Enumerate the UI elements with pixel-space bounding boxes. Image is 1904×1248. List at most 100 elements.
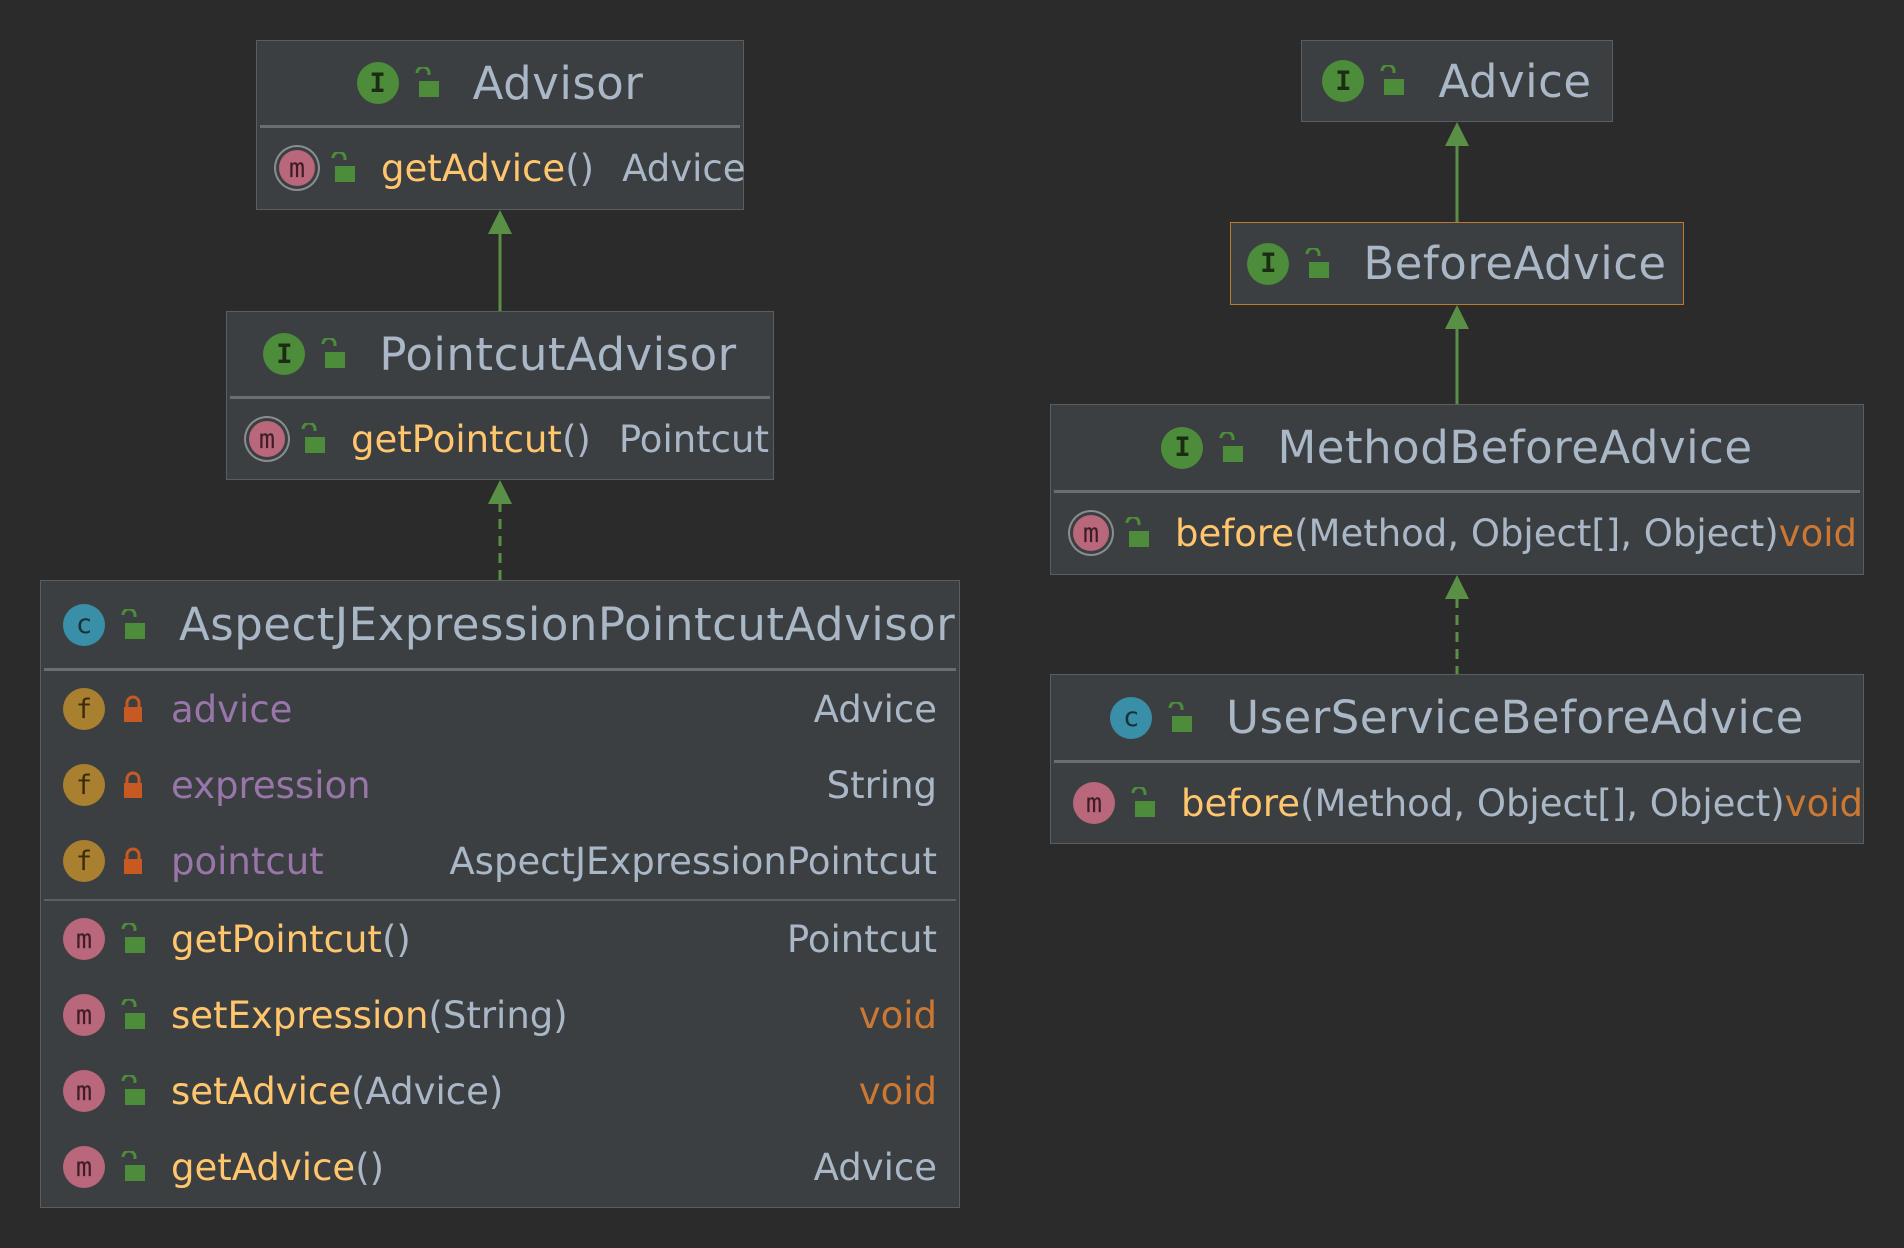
param-comma: ,: [1453, 781, 1466, 825]
param-type: Object[]: [1459, 511, 1621, 555]
node-header: c UserServiceBeforeAdvice: [1051, 675, 1863, 760]
return-type: Advice: [622, 146, 746, 190]
param-comma: ,: [1447, 511, 1460, 555]
method-name: getPointcut: [171, 917, 382, 961]
node-title: UserServiceBeforeAdvice: [1226, 691, 1804, 744]
node-method-before-advice[interactable]: I MethodBeforeAdvice m before ( Method ,…: [1050, 404, 1864, 575]
method-params: (String): [428, 993, 568, 1037]
node-title: MethodBeforeAdvice: [1277, 421, 1753, 474]
divider: [44, 899, 956, 901]
param-comma: ,: [1626, 781, 1638, 825]
divider: [230, 396, 770, 399]
interface-icon: I: [1161, 426, 1204, 469]
abstract-method-icon: m: [249, 421, 285, 457]
public-unlocked-icon: [121, 923, 145, 953]
node-title: Advisor: [472, 56, 644, 110]
node-header: c AspectJExpressionPointcutAdvisor: [41, 581, 959, 668]
method-name: getPointcut: [351, 417, 562, 461]
abstract-method-icon: m: [279, 150, 315, 186]
param-type: Object: [1631, 511, 1765, 555]
public-unlocked-icon: [1168, 701, 1193, 732]
interface-icon: I: [1247, 242, 1290, 285]
method-row[interactable]: m before ( Method , Object[] , Object ) …: [1051, 763, 1863, 843]
param-type: Method: [1314, 781, 1454, 825]
param-comma: ,: [1620, 511, 1632, 555]
arrowhead-beforeadvice: [1445, 305, 1469, 329]
public-unlocked-icon: [331, 152, 355, 182]
method-row[interactable]: m before ( Method , Object[] , Object ) …: [1051, 493, 1863, 573]
public-unlocked-icon: [121, 999, 145, 1029]
method-name: getAdvice: [171, 1145, 356, 1189]
method-params: (): [565, 146, 595, 190]
node-aspectj-expression-pointcut-advisor[interactable]: c AspectJExpressionPointcutAdvisor f adv…: [40, 580, 960, 1208]
field-name: advice: [171, 687, 293, 731]
arrowhead-advisor: [488, 210, 512, 234]
arrowhead-advice: [1445, 122, 1469, 146]
method-name: before: [1175, 511, 1295, 555]
method-row[interactable]: m getAdvice () Advice: [257, 128, 746, 208]
public-unlocked-icon: [1380, 65, 1405, 95]
field-type: String: [826, 763, 937, 807]
field-icon: f: [63, 840, 105, 882]
method-name: before: [1181, 781, 1301, 825]
node-user-service-before-advice[interactable]: c UserServiceBeforeAdvice m before ( Met…: [1050, 674, 1864, 844]
method-row[interactable]: m setExpression (String) void: [41, 977, 959, 1053]
public-unlocked-icon: [121, 1151, 145, 1181]
public-unlocked-icon: [1131, 787, 1155, 817]
method-row[interactable]: m setAdvice (Advice) void: [41, 1053, 959, 1129]
class-icon: c: [63, 603, 105, 646]
param-type: Method: [1308, 511, 1448, 555]
public-unlocked-icon: [1125, 517, 1149, 547]
interface-icon: I: [1322, 60, 1365, 102]
param-close: ): [1770, 781, 1785, 825]
public-unlocked-icon: [121, 608, 145, 639]
method-row[interactable]: m getAdvice () Advice: [41, 1129, 959, 1205]
private-lock-icon: [124, 771, 142, 798]
arrowhead-pointcutadvisor: [488, 480, 512, 504]
method-row[interactable]: m getPointcut () Pointcut: [41, 901, 959, 977]
param-open: (: [1294, 511, 1309, 555]
field-type: AspectJExpressionPointcut: [449, 839, 937, 883]
method-icon: m: [63, 1146, 105, 1188]
abstract-method-icon: m: [1073, 515, 1109, 551]
field-icon: f: [63, 764, 105, 806]
return-type: void: [1784, 781, 1863, 825]
field-row[interactable]: f advice Advice: [41, 671, 959, 747]
divider: [1054, 490, 1860, 493]
field-icon: f: [63, 688, 105, 730]
node-header: I PointcutAdvisor: [227, 312, 773, 396]
field-name: pointcut: [171, 839, 324, 883]
return-type: Pointcut: [618, 417, 769, 461]
method-params: (): [381, 917, 411, 961]
field-row[interactable]: f pointcut AspectJExpressionPointcut: [41, 823, 959, 899]
return-type: Advice: [813, 1145, 937, 1189]
method-name: getAdvice: [381, 146, 566, 190]
divider: [260, 125, 740, 128]
node-title: Advice: [1438, 54, 1592, 108]
field-type: Advice: [813, 687, 937, 731]
public-unlocked-icon: [121, 1075, 145, 1105]
method-icon: m: [63, 1070, 105, 1112]
node-before-advice[interactable]: I BeforeAdvice: [1230, 222, 1684, 305]
method-row[interactable]: m getPointcut () Pointcut: [227, 399, 773, 479]
public-unlocked-icon: [415, 67, 439, 97]
node-pointcut-advisor[interactable]: I PointcutAdvisor m getPointcut () Point…: [226, 311, 774, 480]
class-icon: c: [1110, 696, 1153, 739]
arrowhead-methodbeforeadvice: [1445, 575, 1469, 599]
return-type: Pointcut: [786, 917, 937, 961]
interface-icon: I: [356, 62, 399, 104]
param-close: ): [1764, 511, 1779, 555]
node-advice[interactable]: I Advice: [1301, 40, 1613, 122]
method-name: setExpression: [171, 993, 429, 1037]
field-row[interactable]: f expression String: [41, 747, 959, 823]
method-icon: m: [1073, 782, 1115, 824]
node-header: I BeforeAdvice: [1231, 223, 1683, 304]
node-title: PointcutAdvisor: [379, 327, 737, 381]
public-unlocked-icon: [1219, 431, 1244, 462]
private-lock-icon: [124, 847, 142, 874]
divider: [44, 668, 956, 671]
node-advisor[interactable]: I Advisor m getAdvice () Advice: [256, 40, 746, 210]
field-name: expression: [171, 763, 371, 807]
method-name: setAdvice: [171, 1069, 351, 1113]
